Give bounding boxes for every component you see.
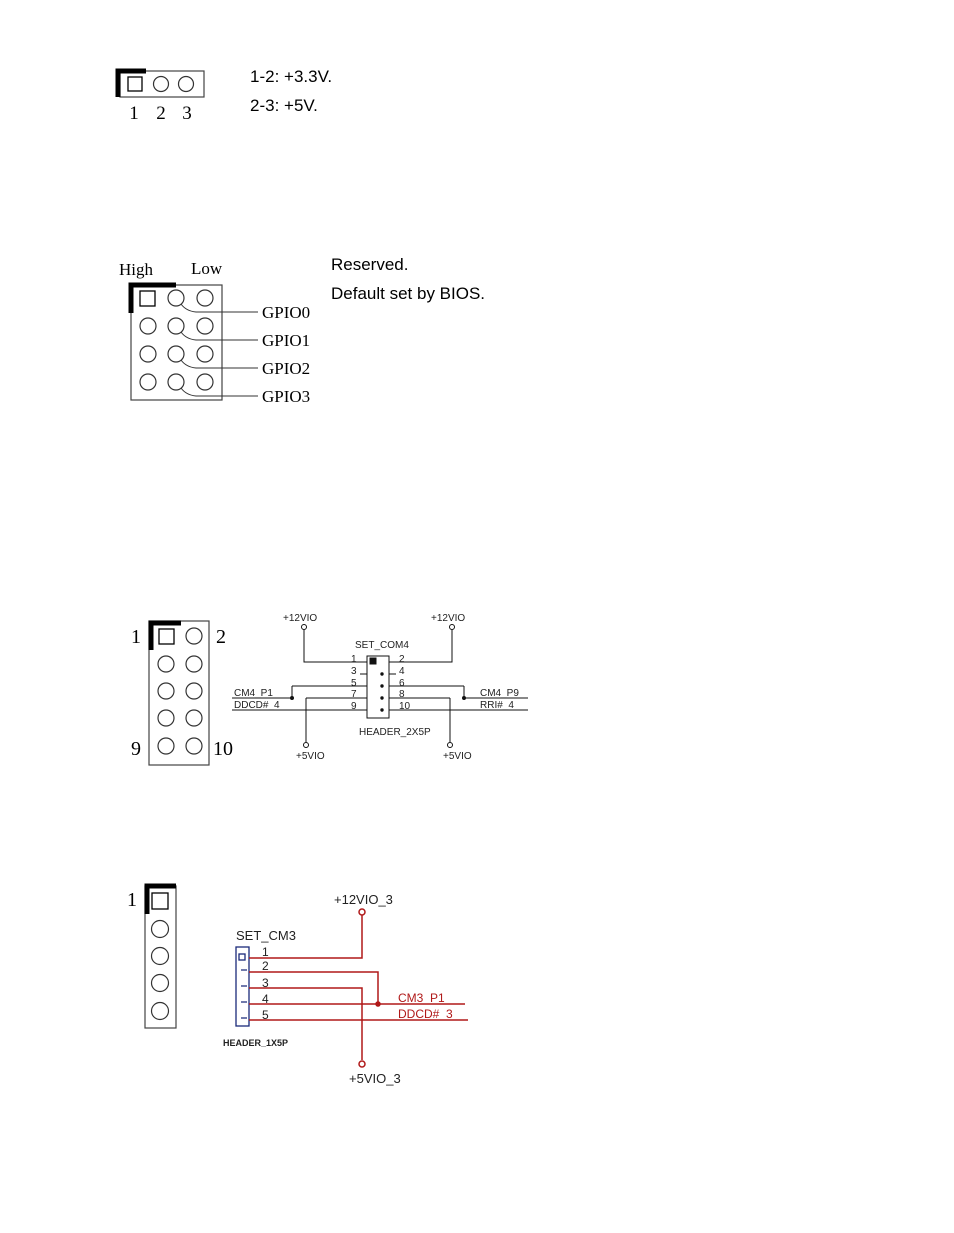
power-bottom-label: +5VIO_3 [349,1071,401,1086]
com3-schematic: +12VIO_3 SET_CM3 HEADER_1X5P +5VIO_3 1 2… [0,0,954,1100]
pin-num-2: 2 [262,959,269,973]
power-top-label: +12VIO_3 [334,892,393,907]
net-ddcd3: DDCD#_3 [398,1007,453,1021]
pin-num-1: 1 [262,945,269,959]
schematic-part: HEADER_1X5P [223,1038,288,1048]
schematic-title: SET_CM3 [236,928,296,943]
net-cm3-p1: CM3_P1 [398,991,445,1005]
